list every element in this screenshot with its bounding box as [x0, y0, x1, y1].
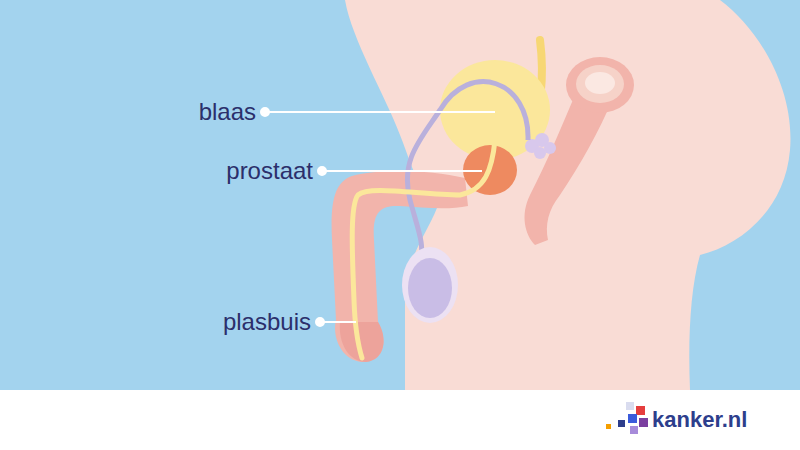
leader-dot	[318, 167, 326, 175]
leader-line	[265, 111, 495, 113]
part-label: plasbuis	[223, 310, 311, 334]
leader-line	[322, 170, 482, 172]
leader-line	[320, 321, 356, 323]
part-label: blaas	[199, 100, 256, 124]
part-label: prostaat	[226, 159, 313, 183]
leader-dot	[316, 318, 324, 326]
watermark: kanker.nl	[652, 409, 747, 431]
colon	[566, 57, 634, 113]
colon-inner	[576, 65, 624, 103]
footer-band	[0, 390, 800, 450]
logo-mark	[606, 402, 648, 434]
leader-dot	[261, 108, 269, 116]
background	[0, 0, 800, 390]
testis	[408, 258, 452, 318]
scrotum	[402, 247, 458, 323]
urethra	[352, 140, 495, 358]
colon-core	[585, 72, 615, 94]
